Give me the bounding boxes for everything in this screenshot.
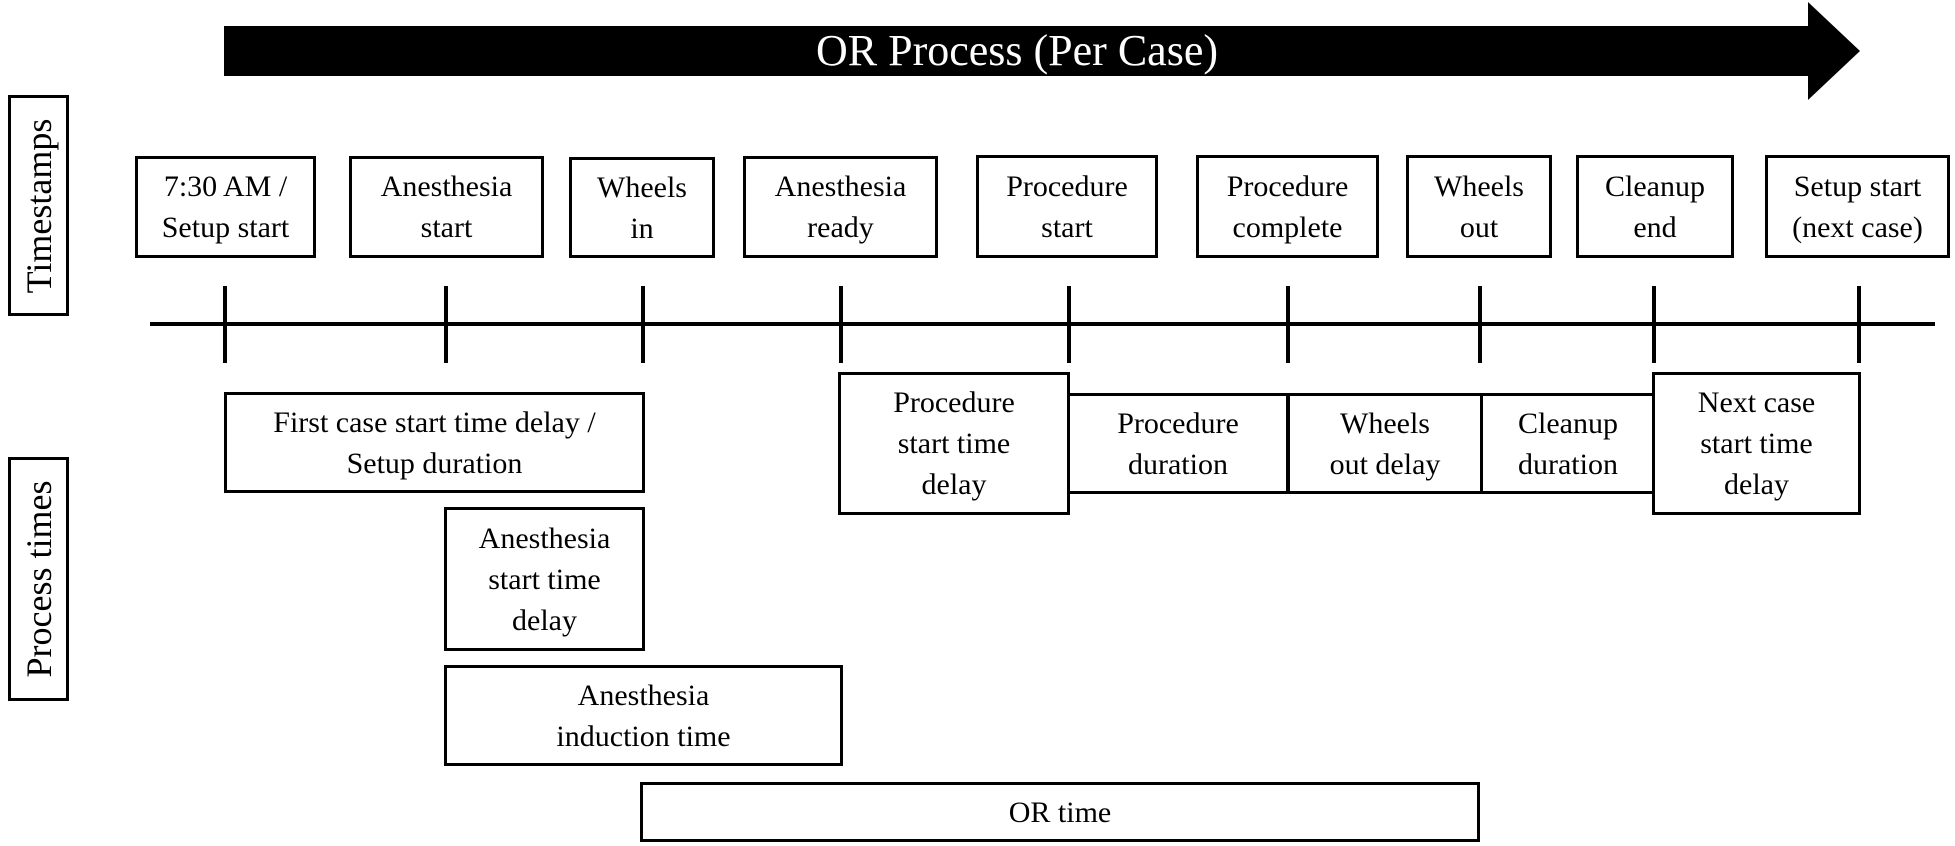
timestamp-box-wheels-out: Wheels out	[1406, 155, 1552, 258]
timeline-tick	[1067, 286, 1071, 363]
process-box-wheels-out-delay: Wheels out delay	[1287, 393, 1483, 494]
timeline-tick	[223, 286, 227, 363]
timestamp-box-anesthesia-ready: Anesthesia ready	[743, 156, 938, 258]
process-box-cleanup-duration: Cleanup duration	[1480, 393, 1656, 494]
process-times-side-label-text: Process times	[18, 480, 59, 678]
timestamp-box-wheels-in: Wheels in	[569, 157, 715, 258]
process-box-anesthesia-induction: Anesthesia induction time	[444, 665, 843, 766]
timeline-tick	[1286, 286, 1290, 363]
timestamps-side-label-text: Timestamps	[18, 118, 59, 293]
process-box-procedure-duration: Procedure duration	[1067, 393, 1289, 494]
process-box-procedure-start-delay: Procedure start time delay	[838, 372, 1070, 515]
process-box-next-case-delay: Next case start time delay	[1652, 372, 1861, 515]
timestamp-box-setup-start-next: Setup start (next case)	[1765, 155, 1950, 258]
timeline-tick	[444, 286, 448, 363]
process-arrow-head	[1808, 2, 1860, 100]
process-box-or-time: OR time	[640, 782, 1480, 842]
timeline-tick	[1652, 286, 1656, 363]
timeline-axis	[150, 322, 1935, 326]
timestamp-box-setup-start: 7:30 AM / Setup start	[135, 156, 316, 258]
timeline-tick	[641, 286, 645, 363]
process-box-first-case-delay: First case start time delay / Setup dura…	[224, 392, 645, 493]
timestamp-box-procedure-start: Procedure start	[976, 155, 1158, 258]
timeline-tick	[1478, 286, 1482, 363]
timestamp-box-cleanup-end: Cleanup end	[1576, 155, 1734, 258]
timestamp-box-anesthesia-start: Anesthesia start	[349, 156, 544, 258]
diagram-title: OR Process (Per Case)	[815, 26, 1219, 75]
timeline-tick	[1857, 286, 1861, 363]
timestamps-side-label: Timestamps	[8, 95, 69, 316]
process-arrow	[224, 26, 1810, 76]
process-box-anesthesia-start-delay: Anesthesia start time delay	[444, 507, 645, 651]
timestamp-box-procedure-complete: Procedure complete	[1196, 155, 1379, 258]
timeline-tick	[839, 286, 843, 363]
process-times-side-label: Process times	[8, 457, 69, 701]
